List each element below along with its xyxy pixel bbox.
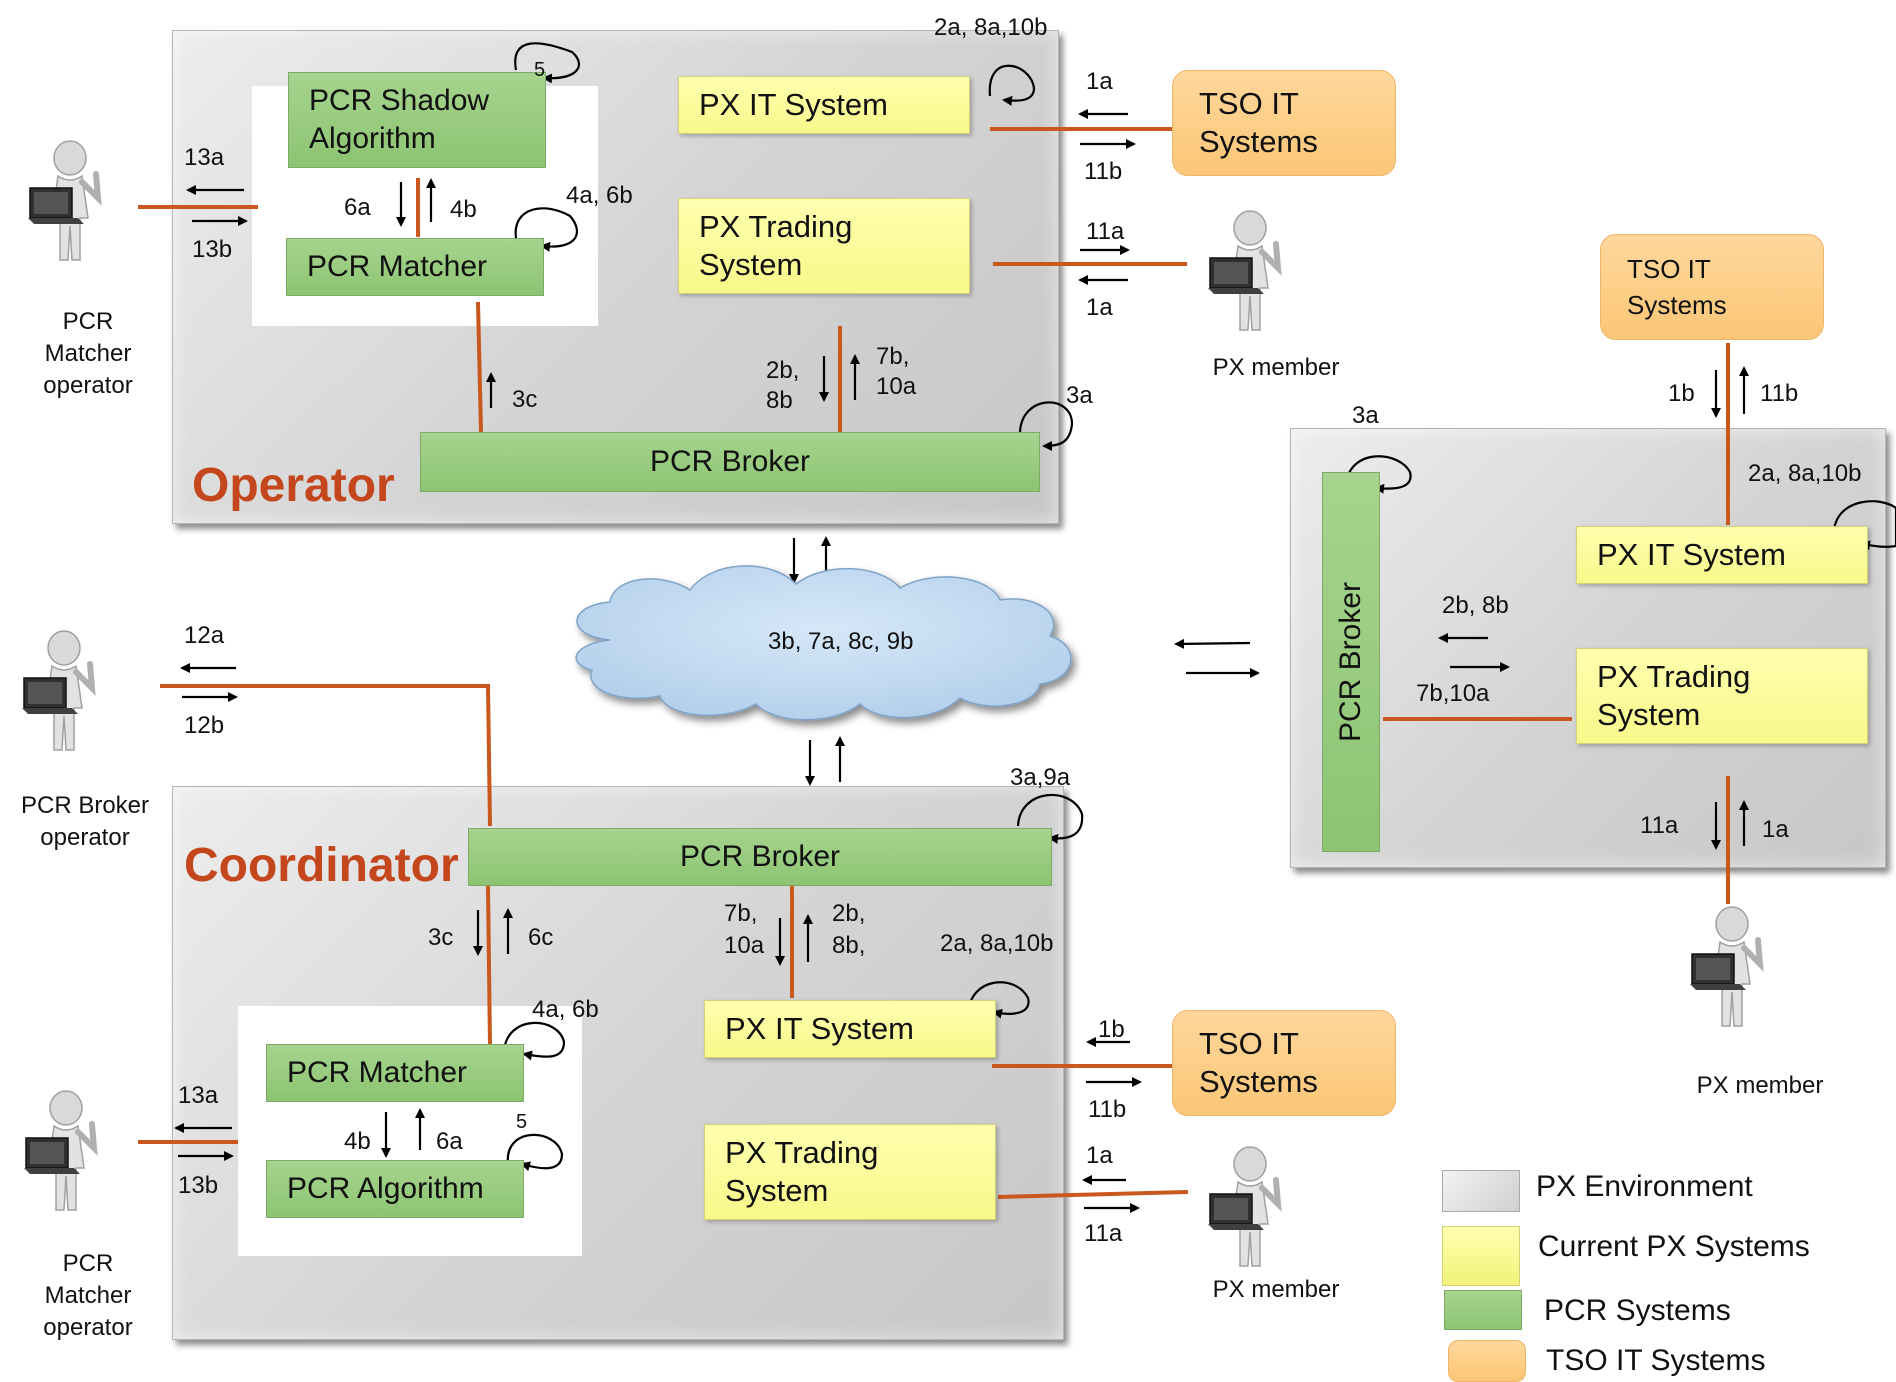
step-label: 6a — [436, 1128, 463, 1155]
step-label: 4a, 6b — [566, 182, 633, 209]
step-label: 12a — [184, 622, 225, 649]
network-cloud — [575, 565, 1072, 721]
flow-arrows — [174, 109, 1749, 1213]
self-loop-arrows — [502, 42, 1896, 1172]
legend-swatch-pcr-systems — [1444, 1290, 1522, 1330]
legend-label: PX Environment — [1536, 1170, 1753, 1203]
step-label: 1a — [1086, 1142, 1113, 1169]
person-op-member — [1208, 211, 1278, 330]
step-label: 3a — [1352, 402, 1379, 429]
step-label: 11b — [1084, 158, 1123, 185]
step-label: 1a — [1086, 68, 1113, 95]
step-label: 2a, 8a,10b — [1748, 460, 1862, 487]
cloud-label: 3b, 7a, 8c, 9b — [768, 628, 914, 655]
legend-swatch-px-environment — [1442, 1170, 1520, 1212]
co-px-it-system: PX IT System — [704, 1000, 996, 1058]
person-co-member — [1208, 1147, 1278, 1266]
r-px-member-label: PX member — [1696, 1072, 1824, 1099]
step-label: 3a,9a — [1010, 764, 1071, 791]
op-tso-it-systems: TSO IT Systems — [1172, 70, 1396, 176]
co-tso-it-systems: TSO IT Systems — [1172, 1010, 1396, 1116]
step-label: 5 — [516, 1111, 528, 1133]
connector-lines — [138, 127, 1730, 1199]
step-label: 5 — [534, 59, 546, 81]
step-label: 7b, 10a — [724, 900, 765, 959]
step-label: 2a, 8a,10b — [940, 930, 1054, 957]
step-label: 1b — [1098, 1016, 1125, 1043]
op-px-it-system: PX IT System — [678, 76, 970, 134]
legend-swatch-tso-systems — [1448, 1340, 1526, 1382]
step-label: 6a — [344, 194, 371, 221]
r-broker-box: PCR Broker — [1322, 472, 1380, 852]
broker-operator-label: PCR Broker operator — [20, 792, 150, 851]
op-matcher-box: PCR Matcher — [286, 238, 544, 296]
r-broker-label: PCR Broker — [1334, 581, 1367, 743]
co-matcher-operator-label: PCR Matcher operator — [43, 1250, 133, 1341]
r-px-trading-system: PX Trading System — [1576, 648, 1868, 744]
co-broker-box: PCR Broker — [468, 828, 1052, 886]
legend-swatch-px-systems — [1442, 1226, 1520, 1286]
step-label: 4b — [450, 196, 477, 223]
op-px-member-label: PX member — [1212, 354, 1340, 381]
person-op-matcher — [28, 141, 98, 260]
step-label: 11a — [1086, 218, 1125, 245]
step-label: 2b, 8b — [766, 357, 800, 414]
op-matcher-operator-label: PCR Matcher operator — [43, 308, 133, 399]
step-label: 11a — [1640, 812, 1679, 839]
step-label: 1a — [1762, 816, 1789, 843]
step-label: 2b, 8b — [1442, 592, 1509, 619]
op-broker-box: PCR Broker — [420, 432, 1040, 492]
person-co-matcher — [24, 1091, 94, 1210]
step-label: 13a — [184, 144, 225, 171]
co-px-member-label: PX member — [1212, 1276, 1340, 1303]
step-label: 7b,10a — [1416, 680, 1490, 707]
step-label: 11b — [1760, 380, 1799, 407]
step-label: 3c — [512, 386, 538, 413]
step-label: 2b, 8b, — [832, 900, 866, 959]
r-tso-it-systems: TSO IT Systems — [1600, 234, 1824, 340]
co-algorithm-box: PCR Algorithm — [266, 1160, 524, 1218]
legend-label: PCR Systems — [1544, 1294, 1731, 1327]
step-label: 6c — [528, 924, 554, 951]
op-shadow-algorithm-box: PCR Shadow Algorithm — [288, 72, 546, 168]
step-label: 2a, 8a,10b — [934, 14, 1048, 41]
step-label: 13a — [178, 1082, 219, 1109]
step-label: 1b — [1668, 380, 1695, 407]
coordinator-title: Coordinator — [184, 839, 459, 892]
person-broker-operator — [22, 631, 92, 750]
step-label: 7b, 10a — [876, 343, 917, 400]
legend-label: TSO IT Systems — [1546, 1344, 1766, 1377]
step-label: 11a — [1084, 1220, 1123, 1247]
step-label: 11b — [1088, 1096, 1127, 1123]
person-r-member — [1690, 907, 1760, 1026]
co-matcher-box: PCR Matcher — [266, 1044, 524, 1102]
step-label: 1a — [1086, 294, 1113, 321]
op-px-trading-system: PX Trading System — [678, 198, 970, 294]
r-px-it-system: PX IT System — [1576, 526, 1868, 584]
step-label: 4b — [344, 1128, 371, 1155]
step-label: 13b — [178, 1172, 219, 1199]
step-label: 3c — [428, 924, 454, 951]
co-px-trading-system: PX Trading System — [704, 1124, 996, 1220]
operator-title: Operator — [192, 459, 395, 512]
step-label: 12b — [184, 712, 225, 739]
step-label: 4a, 6b — [532, 996, 599, 1023]
step-label: 13b — [192, 236, 233, 263]
step-label: 3a — [1066, 382, 1093, 409]
legend-label: Current PX Systems — [1538, 1230, 1810, 1263]
